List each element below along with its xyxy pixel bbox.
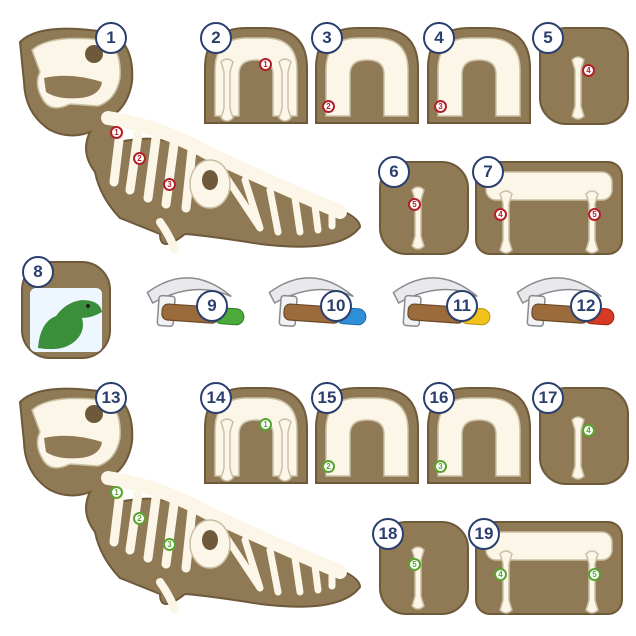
trex-skull-piece-top[interactable] (20, 29, 360, 250)
green-marker-1: 1 (110, 486, 123, 499)
red-marker-1: 1 (110, 126, 123, 139)
red-marker-2: 2 (133, 152, 146, 165)
green-marker-5-leg: 5 (408, 558, 421, 571)
piece-number-3: 3 (311, 22, 343, 54)
piece-number-6: 6 (378, 156, 410, 188)
red-marker-5-hip: 5 (588, 208, 601, 221)
piece-number-8: 8 (22, 256, 54, 288)
green-marker-2: 2 (133, 512, 146, 525)
red-marker-3: 3 (163, 178, 176, 191)
piece-number-10: 10 (320, 290, 352, 322)
piece-number-2: 2 (200, 22, 232, 54)
red-marker-5-leg: 5 (408, 198, 421, 211)
piece-number-13: 13 (95, 382, 127, 414)
arch-piece-5[interactable] (539, 27, 629, 125)
green-marker-3-arch: 3 (434, 460, 447, 473)
trex-skull-piece-bottom[interactable] (20, 389, 360, 610)
piece-number-7: 7 (472, 156, 504, 188)
leg-piece-18[interactable] (379, 521, 469, 615)
pickaxe-10[interactable] (266, 274, 368, 332)
green-marker-3: 3 (163, 538, 176, 551)
red-marker-4-arch: 4 (582, 64, 595, 77)
hip-piece-7[interactable] (475, 161, 623, 255)
piece-number-11: 11 (446, 290, 478, 322)
piece-number-1: 1 (95, 22, 127, 54)
green-marker-5-hip: 5 (588, 568, 601, 581)
piece-number-5: 5 (532, 22, 564, 54)
red-marker-4-hip: 4 (494, 208, 507, 221)
hip-piece-19[interactable] (475, 521, 623, 615)
green-marker-1-arch: 1 (259, 418, 272, 431)
red-marker-2-arch: 2 (322, 100, 335, 113)
piece-number-12: 12 (570, 290, 602, 322)
piece-number-9: 9 (196, 290, 228, 322)
piece-number-16: 16 (423, 382, 455, 414)
piece-number-4: 4 (423, 22, 455, 54)
piece-number-17: 17 (532, 382, 564, 414)
arch-piece-17[interactable] (539, 387, 629, 485)
red-marker-1-arch: 1 (259, 58, 272, 71)
green-marker-2-arch: 2 (322, 460, 335, 473)
piece-number-15: 15 (311, 382, 343, 414)
piece-number-19: 19 (468, 518, 500, 550)
piece-number-14: 14 (200, 382, 232, 414)
green-marker-4-arch: 4 (582, 424, 595, 437)
piece-number-18: 18 (372, 518, 404, 550)
green-marker-4-hip: 4 (494, 568, 507, 581)
red-marker-3-arch: 3 (434, 100, 447, 113)
